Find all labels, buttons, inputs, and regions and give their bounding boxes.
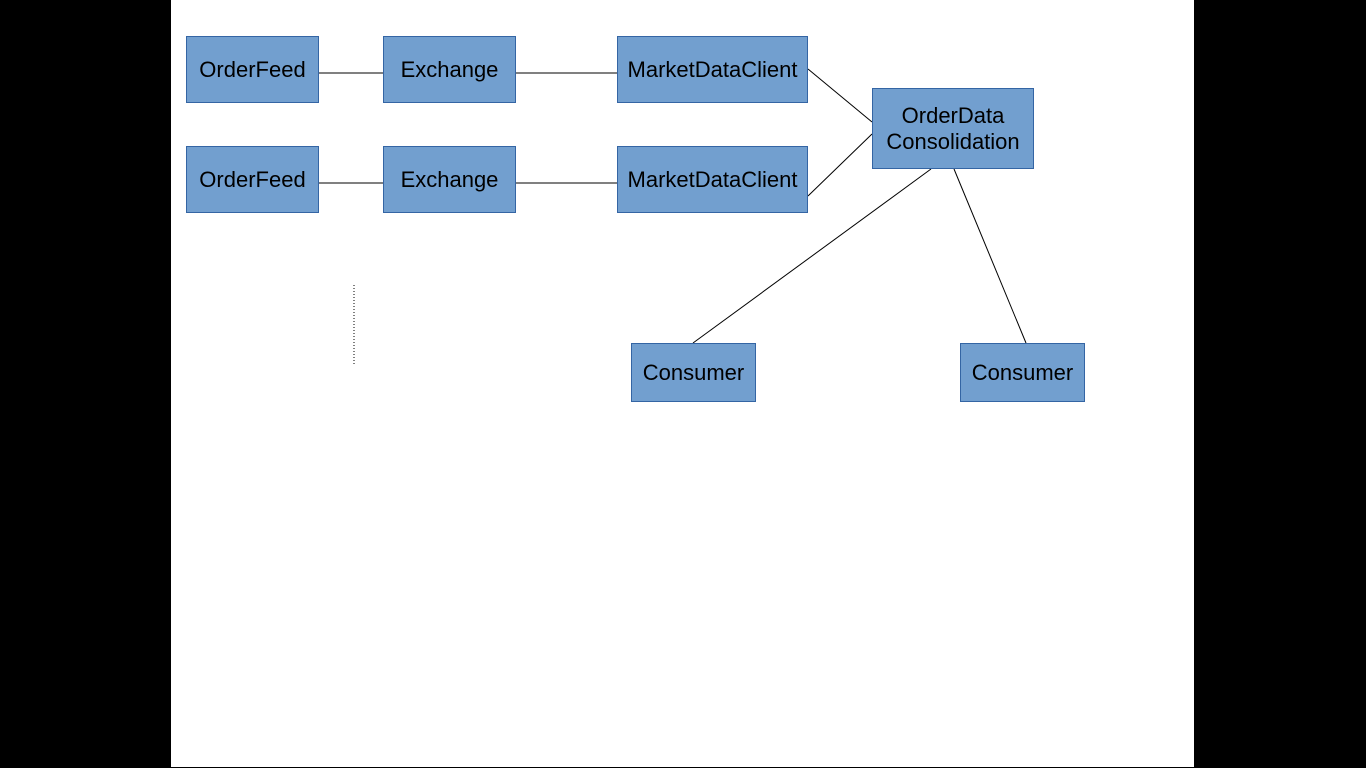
exchange-node-2[interactable]: Exchange (383, 146, 516, 213)
orderfeed-node-2-label: OrderFeed (199, 166, 306, 192)
order-data-consolidation-node[interactable]: OrderData Consolidation (872, 88, 1034, 169)
exchange-node-2-label: Exchange (400, 166, 499, 192)
market-data-client-node-1[interactable]: MarketDataClient (617, 36, 808, 103)
market-data-client-node-1-label: MarketDataClient (627, 56, 798, 82)
consumer-node-1-label: Consumer (642, 359, 745, 385)
market-data-client-node-2[interactable]: MarketDataClient (617, 146, 808, 213)
orderfeed-node-1-label: OrderFeed (199, 56, 306, 82)
consumer-node-1[interactable]: Consumer (631, 343, 756, 402)
exchange-node-1-label: Exchange (400, 56, 499, 82)
order-data-consolidation-node-label: OrderData Consolidation (886, 102, 1020, 154)
exchange-node-1[interactable]: Exchange (383, 36, 516, 103)
consumer-node-2[interactable]: Consumer (960, 343, 1085, 402)
market-data-client-node-2-label: MarketDataClient (627, 166, 798, 192)
orderfeed-node-1[interactable]: OrderFeed (186, 36, 319, 103)
consumer-node-2-label: Consumer (971, 359, 1074, 385)
orderfeed-node-2[interactable]: OrderFeed (186, 146, 319, 213)
